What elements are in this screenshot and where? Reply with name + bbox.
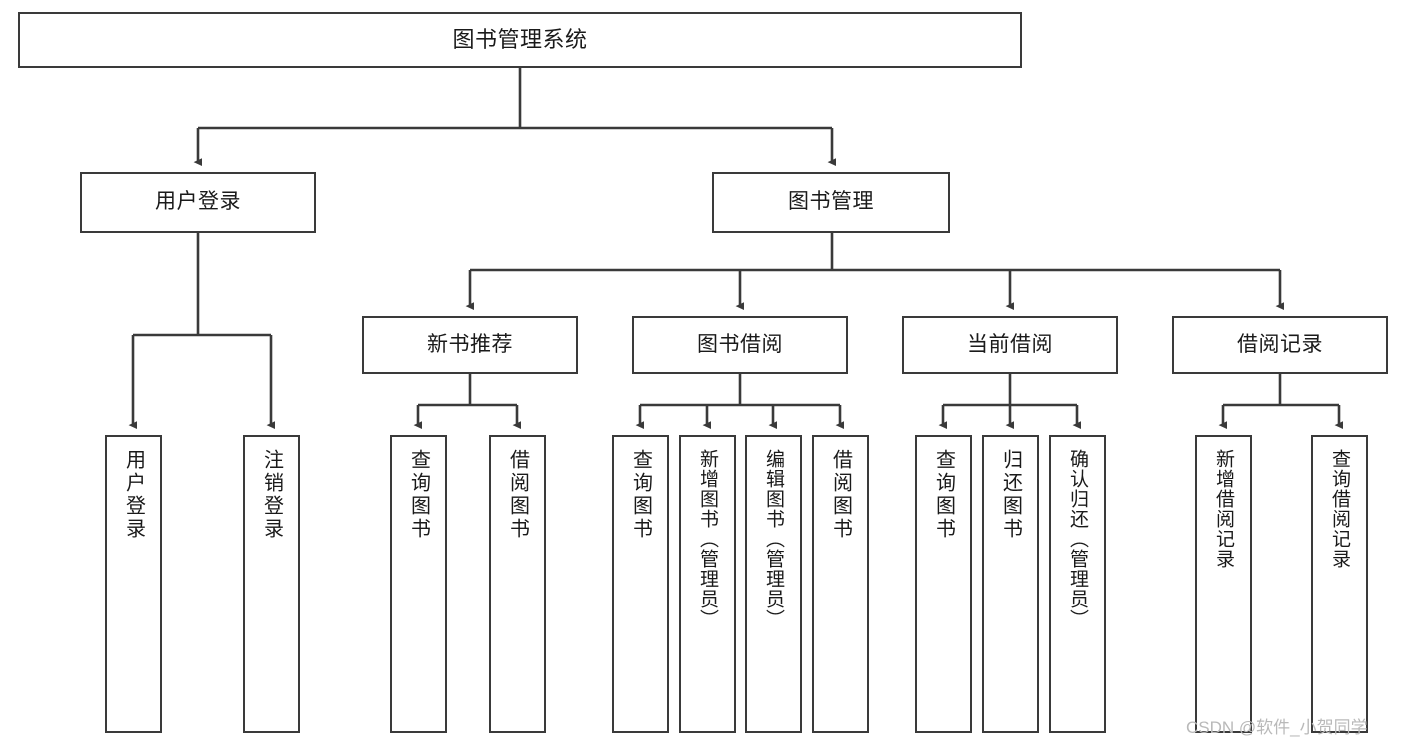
node-label: 图书管理系统	[452, 27, 588, 53]
leaf-borrow-record-query-record[interactable]: 查询借阅记录	[1311, 435, 1368, 733]
node-label: 新书推荐	[427, 332, 513, 356]
node-label: 当前借阅	[967, 332, 1053, 356]
node-label: 新增图书（管理员）	[697, 449, 718, 629]
leaf-book-borrow-add-book-admin[interactable]: 新增图书（管理员）	[679, 435, 736, 733]
leaf-book-borrow-borrow-books[interactable]: 借阅图书	[812, 435, 869, 733]
leaf-book-borrow-query-books[interactable]: 查询图书	[612, 435, 669, 733]
node-label: 查询图书	[407, 449, 430, 541]
node-label: 确认归还（管理员）	[1067, 449, 1088, 629]
node-current-borrowing[interactable]: 当前借阅	[902, 316, 1118, 374]
leaf-borrow-record-add-record[interactable]: 新增借阅记录	[1195, 435, 1252, 733]
leaf-current-borrow-confirm-return-admin[interactable]: 确认归还（管理员）	[1049, 435, 1106, 733]
node-label: 归还图书	[999, 449, 1022, 541]
node-book-borrowing[interactable]: 图书借阅	[632, 316, 848, 374]
leaf-current-borrow-query-books[interactable]: 查询图书	[915, 435, 972, 733]
leaf-user-login-login[interactable]: 用户登录	[105, 435, 162, 733]
node-new-book-recommendation[interactable]: 新书推荐	[362, 316, 578, 374]
node-label: 新增借阅记录	[1213, 449, 1234, 569]
node-label: 借阅记录	[1237, 332, 1323, 356]
node-user-login[interactable]: 用户登录	[80, 172, 316, 233]
node-label: 查询借阅记录	[1329, 449, 1350, 569]
leaf-book-borrow-edit-book-admin[interactable]: 编辑图书（管理员）	[745, 435, 802, 733]
leaf-current-borrow-return-books[interactable]: 归还图书	[982, 435, 1039, 733]
leaf-new-book-query-books[interactable]: 查询图书	[390, 435, 447, 733]
leaf-user-login-logout[interactable]: 注销登录	[243, 435, 300, 733]
node-label: 用户登录	[122, 449, 145, 541]
node-label: 图书管理	[788, 190, 874, 214]
node-root-book-management-system[interactable]: 图书管理系统	[18, 12, 1022, 68]
node-label: 查询图书	[629, 449, 652, 541]
node-label: 注销登录	[260, 449, 283, 541]
node-borrowing-record[interactable]: 借阅记录	[1172, 316, 1388, 374]
node-label: 查询图书	[932, 449, 955, 541]
node-label: 编辑图书（管理员）	[763, 449, 784, 629]
leaf-new-book-borrow-books[interactable]: 借阅图书	[489, 435, 546, 733]
node-label: 用户登录	[155, 190, 241, 214]
node-label: 借阅图书	[506, 449, 529, 541]
csdn-watermark: CSDN @软件_小贺同学	[1186, 718, 1368, 737]
node-label: 图书借阅	[697, 332, 783, 356]
node-book-management[interactable]: 图书管理	[712, 172, 950, 233]
node-label: 借阅图书	[829, 449, 852, 541]
